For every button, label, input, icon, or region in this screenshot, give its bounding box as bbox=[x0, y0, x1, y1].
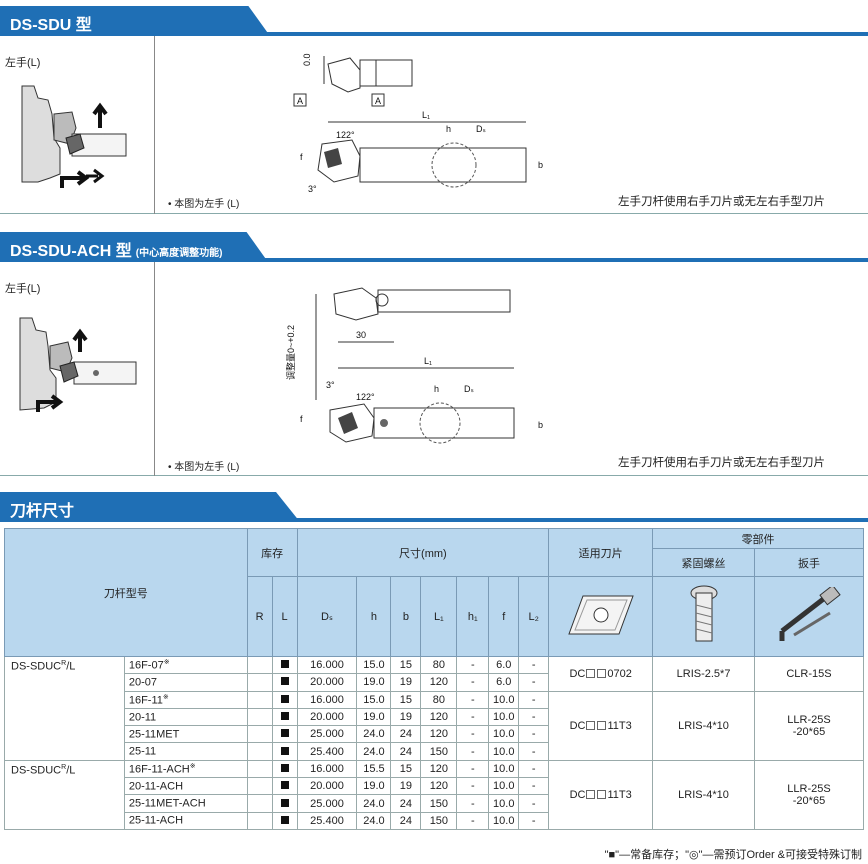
section1-figure-caption: • 本图为左手 (L) bbox=[168, 199, 240, 210]
th-b: b bbox=[390, 576, 422, 657]
section1-banner: DS-SDU 型 bbox=[0, 6, 868, 36]
section1-side-label: 左手(L) bbox=[5, 57, 41, 69]
section1-description: 左手刀杆使用右手刀片或无左右手型刀片 bbox=[618, 196, 825, 208]
th-ds: Dₛ bbox=[296, 576, 358, 657]
section1-body bbox=[0, 36, 868, 214]
section2-side-label: 左手(L) bbox=[5, 283, 41, 295]
s2-three-label: 3° bbox=[326, 380, 335, 390]
section2-title: DS-SDU-ACH 型(中心高度调整功能) bbox=[0, 232, 268, 262]
s1-a2-label: A bbox=[375, 96, 381, 106]
th-parts: 零部件 bbox=[652, 528, 864, 549]
s2-b-label: b bbox=[538, 420, 543, 430]
s2-adjust-label: 调整量0~+0.2 bbox=[286, 325, 296, 380]
section3-title: 刀杆尺寸 bbox=[0, 492, 300, 522]
s1-zero-label: 0.0 bbox=[302, 53, 312, 66]
section1-lathe-figure bbox=[21, 85, 127, 188]
s1-angle-label: 122° bbox=[336, 130, 355, 140]
s1-b-label: b bbox=[538, 160, 543, 170]
section2-lathe-figure bbox=[19, 317, 137, 412]
s2-angle-label: 122° bbox=[356, 392, 375, 402]
s2-l1-label: L₁ bbox=[424, 356, 432, 366]
s1-f-label: f bbox=[300, 152, 303, 162]
wrench-image bbox=[753, 576, 865, 657]
section2-tech-drawing: 调整量0~+0.2 30 L₁ h Dₛ 3° 122° f b bbox=[286, 287, 543, 444]
section2-body bbox=[0, 262, 868, 476]
section1-tech-drawing: 0.0 A A L₁ h Dₛ 122° f b 3° bbox=[293, 53, 543, 194]
screw-image bbox=[652, 576, 755, 657]
section3-banner: 刀杆尺寸 bbox=[0, 492, 868, 522]
th-f: f bbox=[488, 576, 520, 657]
section2-figure-caption: • 本图为左手 (L) bbox=[168, 462, 240, 473]
s2-f-label: f bbox=[300, 414, 303, 424]
s1-h-label: h bbox=[446, 124, 451, 134]
th-r: R bbox=[246, 576, 273, 657]
s1-ds-label: Dₛ bbox=[476, 124, 486, 134]
section2-description: 左手刀杆使用右手刀片或无左右手型刀片 bbox=[618, 457, 825, 469]
holder-spec-table: 刀杆型号 库存 尺寸(mm) 适用刀片 零部件 紧固螺丝 扳手 R L Dₛ h… bbox=[4, 528, 865, 830]
th-h1: h₁ bbox=[456, 576, 490, 657]
th-l1: L₁ bbox=[420, 576, 458, 657]
s2-ds-label: Dₛ bbox=[464, 384, 474, 394]
th-dims: 尺寸(mm) bbox=[296, 528, 550, 577]
th-wrench: 扳手 bbox=[753, 548, 865, 577]
s2-h-label: h bbox=[434, 384, 439, 394]
insert-image bbox=[548, 576, 654, 657]
s2-thirty-label: 30 bbox=[356, 330, 366, 340]
footnote: "■"—常备库存；"◎"—需预订Order &可接受特殊订制 bbox=[604, 849, 862, 861]
th-insert: 适用刀片 bbox=[548, 528, 654, 577]
th-screw: 紧固螺丝 bbox=[652, 548, 755, 577]
group1-model: DS-SDUCR/L bbox=[4, 656, 125, 761]
section1-title: DS-SDU 型 bbox=[0, 6, 270, 36]
s1-three-label: 3° bbox=[308, 184, 317, 194]
th-h: h bbox=[356, 576, 392, 657]
th-model: 刀杆型号 bbox=[4, 528, 248, 657]
s1-l1-label: L₁ bbox=[422, 110, 430, 120]
th-l: L bbox=[271, 576, 298, 657]
th-stock: 库存 bbox=[246, 528, 298, 577]
s1-a1-label: A bbox=[297, 96, 303, 106]
section2-banner: DS-SDU-ACH 型(中心高度调整功能) bbox=[0, 232, 868, 262]
group2-model: DS-SDUCR/L bbox=[4, 759, 125, 830]
th-l2: L₂ bbox=[518, 576, 550, 657]
